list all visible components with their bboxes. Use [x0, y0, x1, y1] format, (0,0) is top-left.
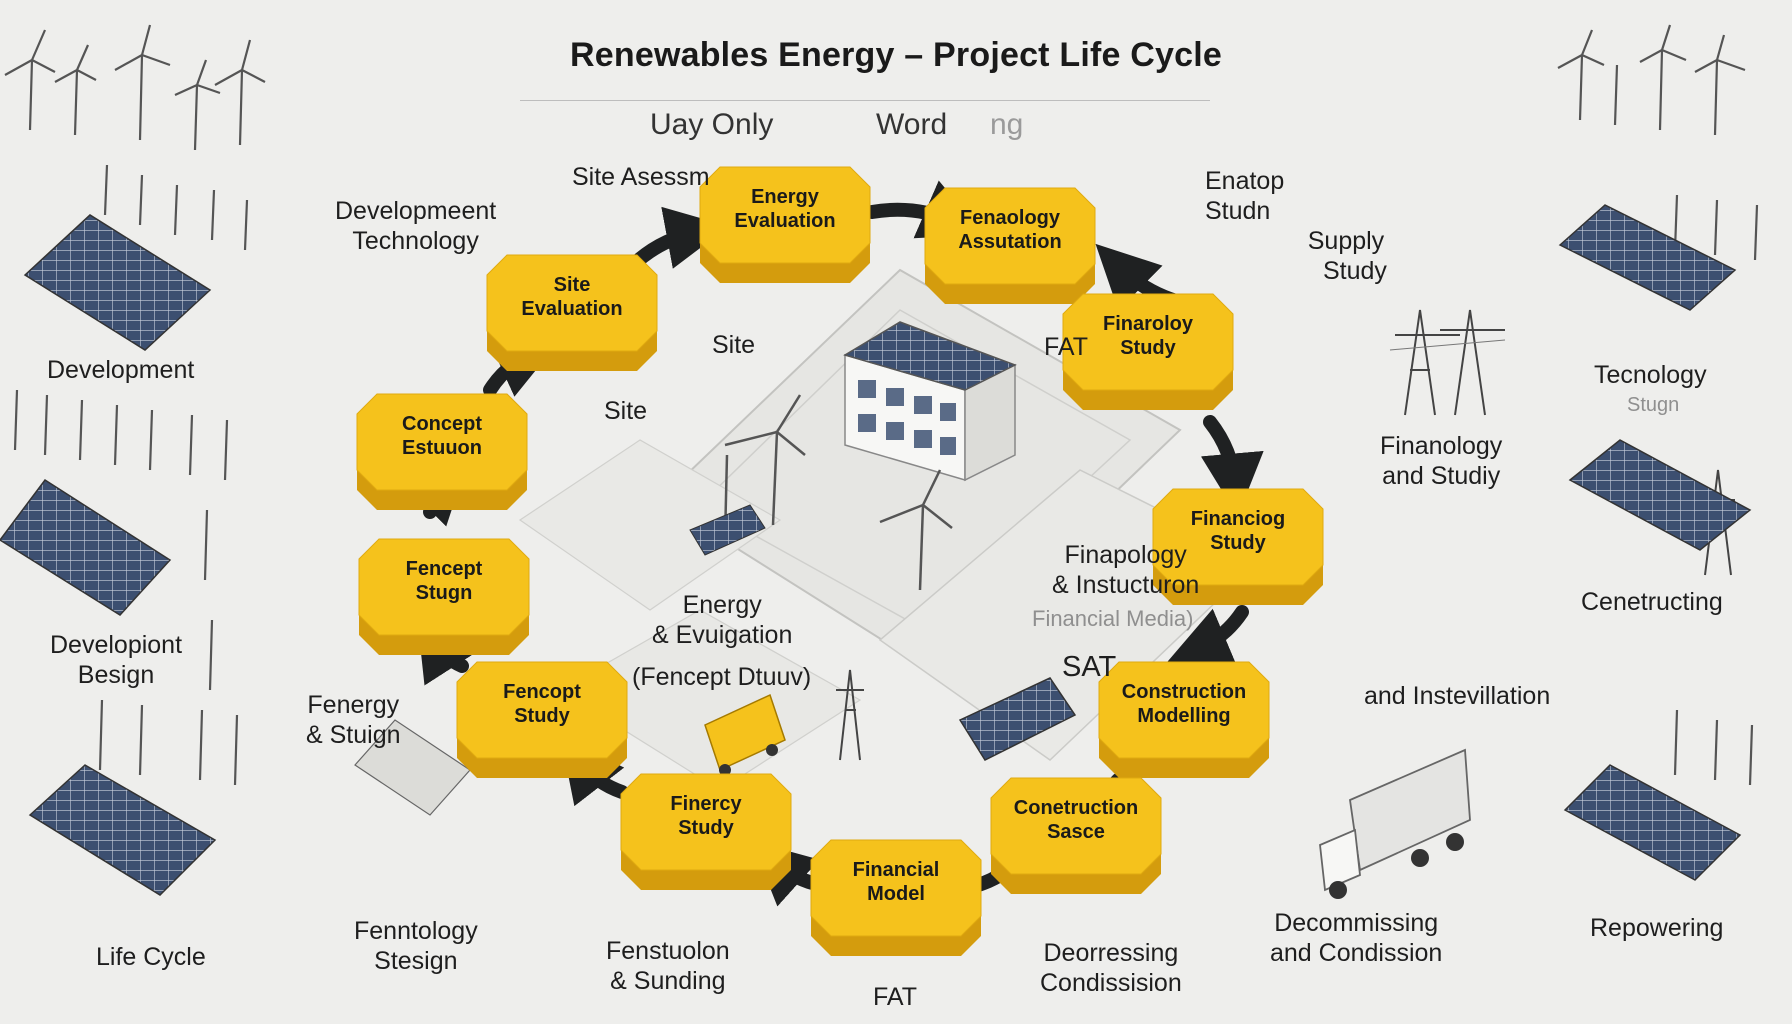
label-left-development: Development [47, 356, 195, 384]
label-fencept-dtuuv: (Fencept Dtuuv) [632, 663, 812, 691]
subtitle-right: Word [876, 108, 948, 141]
label-deorressing-condissision: Deorressing Condissision [1040, 939, 1182, 997]
cycle-node-label: Finercy [670, 793, 742, 815]
label-right-cenetructing: Cenetructing [1581, 588, 1723, 616]
label-financial-media: Financial Media) [1032, 606, 1194, 631]
cycle-node-label: Modelling [1137, 705, 1230, 727]
label-site-lower: Site [604, 397, 648, 425]
label-development-technology: Developmeent Technology [335, 197, 497, 255]
transmission-tower-icon [836, 669, 864, 761]
cycle-node-label: Finaroloy [1103, 313, 1194, 335]
subtitle-tail: ng [990, 108, 1024, 141]
label-fat-top: FAT [1044, 333, 1088, 361]
label-and-instevillation: and Instevillation [1364, 682, 1551, 710]
cycle-node-label: Concept [402, 413, 482, 435]
wind-turbine-icon [723, 394, 953, 591]
cycle-node-label: Fencept [406, 558, 483, 580]
solar-panel-icon [0, 214, 471, 896]
label-right-tecnology: Tecnology [1594, 361, 1707, 389]
label-enatop-studn: Enatop Studn [1205, 167, 1285, 225]
cycle-node-label: Site [554, 274, 591, 296]
cycle-node-label: Conetruction [1014, 797, 1138, 819]
cycle-node-label: Model [867, 883, 925, 905]
cycle-node-label: Study [678, 817, 734, 839]
label-sat: SAT [1062, 651, 1117, 683]
label-supply-study: Supply Study [1307, 227, 1387, 285]
label-left-life-cycle: Life Cycle [96, 943, 206, 971]
label-fenntology-stesign: Fenntology Stesign [354, 917, 478, 975]
cycle-node-label: Evaluation [521, 298, 622, 320]
label-site-upper: Site [712, 331, 756, 359]
cycle-node-label: Study [1210, 532, 1266, 554]
cycle-node-label: Financiog [1191, 508, 1285, 530]
cycle-node-label: Energy [751, 186, 820, 208]
cycle-node-label: Stugn [416, 582, 473, 604]
solar-panel-icon [689, 504, 1077, 761]
subtitle-left: Uay Only [650, 108, 774, 141]
cycle-node-label: Fenaology [960, 207, 1061, 229]
label-finapology-instucturon: Finapology & Instucturon [1052, 541, 1200, 599]
solar-panel-icon [1558, 204, 1752, 881]
wind-turbine-icon [4, 24, 266, 786]
label-fenergy-stugin: Fenergy & Stuign [306, 691, 401, 749]
cycle-node-label: Assutation [958, 231, 1061, 253]
label-site-assessment: Site Asessm [572, 163, 710, 191]
cycle-node-label: Estuuon [402, 437, 482, 459]
label-finanology-and-study: Finanology and Studiy [1380, 432, 1503, 490]
cycle-node-label: Fencopt [503, 681, 581, 703]
van-icon [704, 693, 786, 776]
cycle-node-label: Construction [1122, 681, 1246, 703]
cycle-node-label: Study [1120, 337, 1176, 359]
truck-icon [1319, 748, 1471, 899]
label-decommissing-condission: Decommissing and Condission [1270, 909, 1443, 967]
cycle-arrow-3 [1200, 415, 1264, 517]
wind-turbine-icon [1557, 24, 1759, 786]
label-left-development-design: Developiont Besign [50, 631, 183, 689]
label-energy-evuigation: Energy & Evuigation [652, 591, 793, 649]
cycle-node-label: Financial [853, 859, 940, 881]
label-fenstuolon-sunding: Fenstuolon & Sunding [606, 937, 730, 995]
cycle-arrow-4 [1166, 605, 1249, 667]
office-building-icon [843, 321, 1017, 482]
cycle-node-label: Evaluation [734, 210, 835, 232]
cycle-node-label: Study [514, 705, 570, 727]
title-underline [520, 100, 1210, 101]
label-right-repowering: Repowering [1590, 914, 1724, 942]
cycle-node-label: Sasce [1047, 821, 1105, 843]
label-fat-bottom: FAT [873, 983, 917, 1011]
diagram-title: Renewables Energy – Project Life Cycle [570, 36, 1222, 74]
label-right-stugn: Stugn [1627, 394, 1680, 416]
